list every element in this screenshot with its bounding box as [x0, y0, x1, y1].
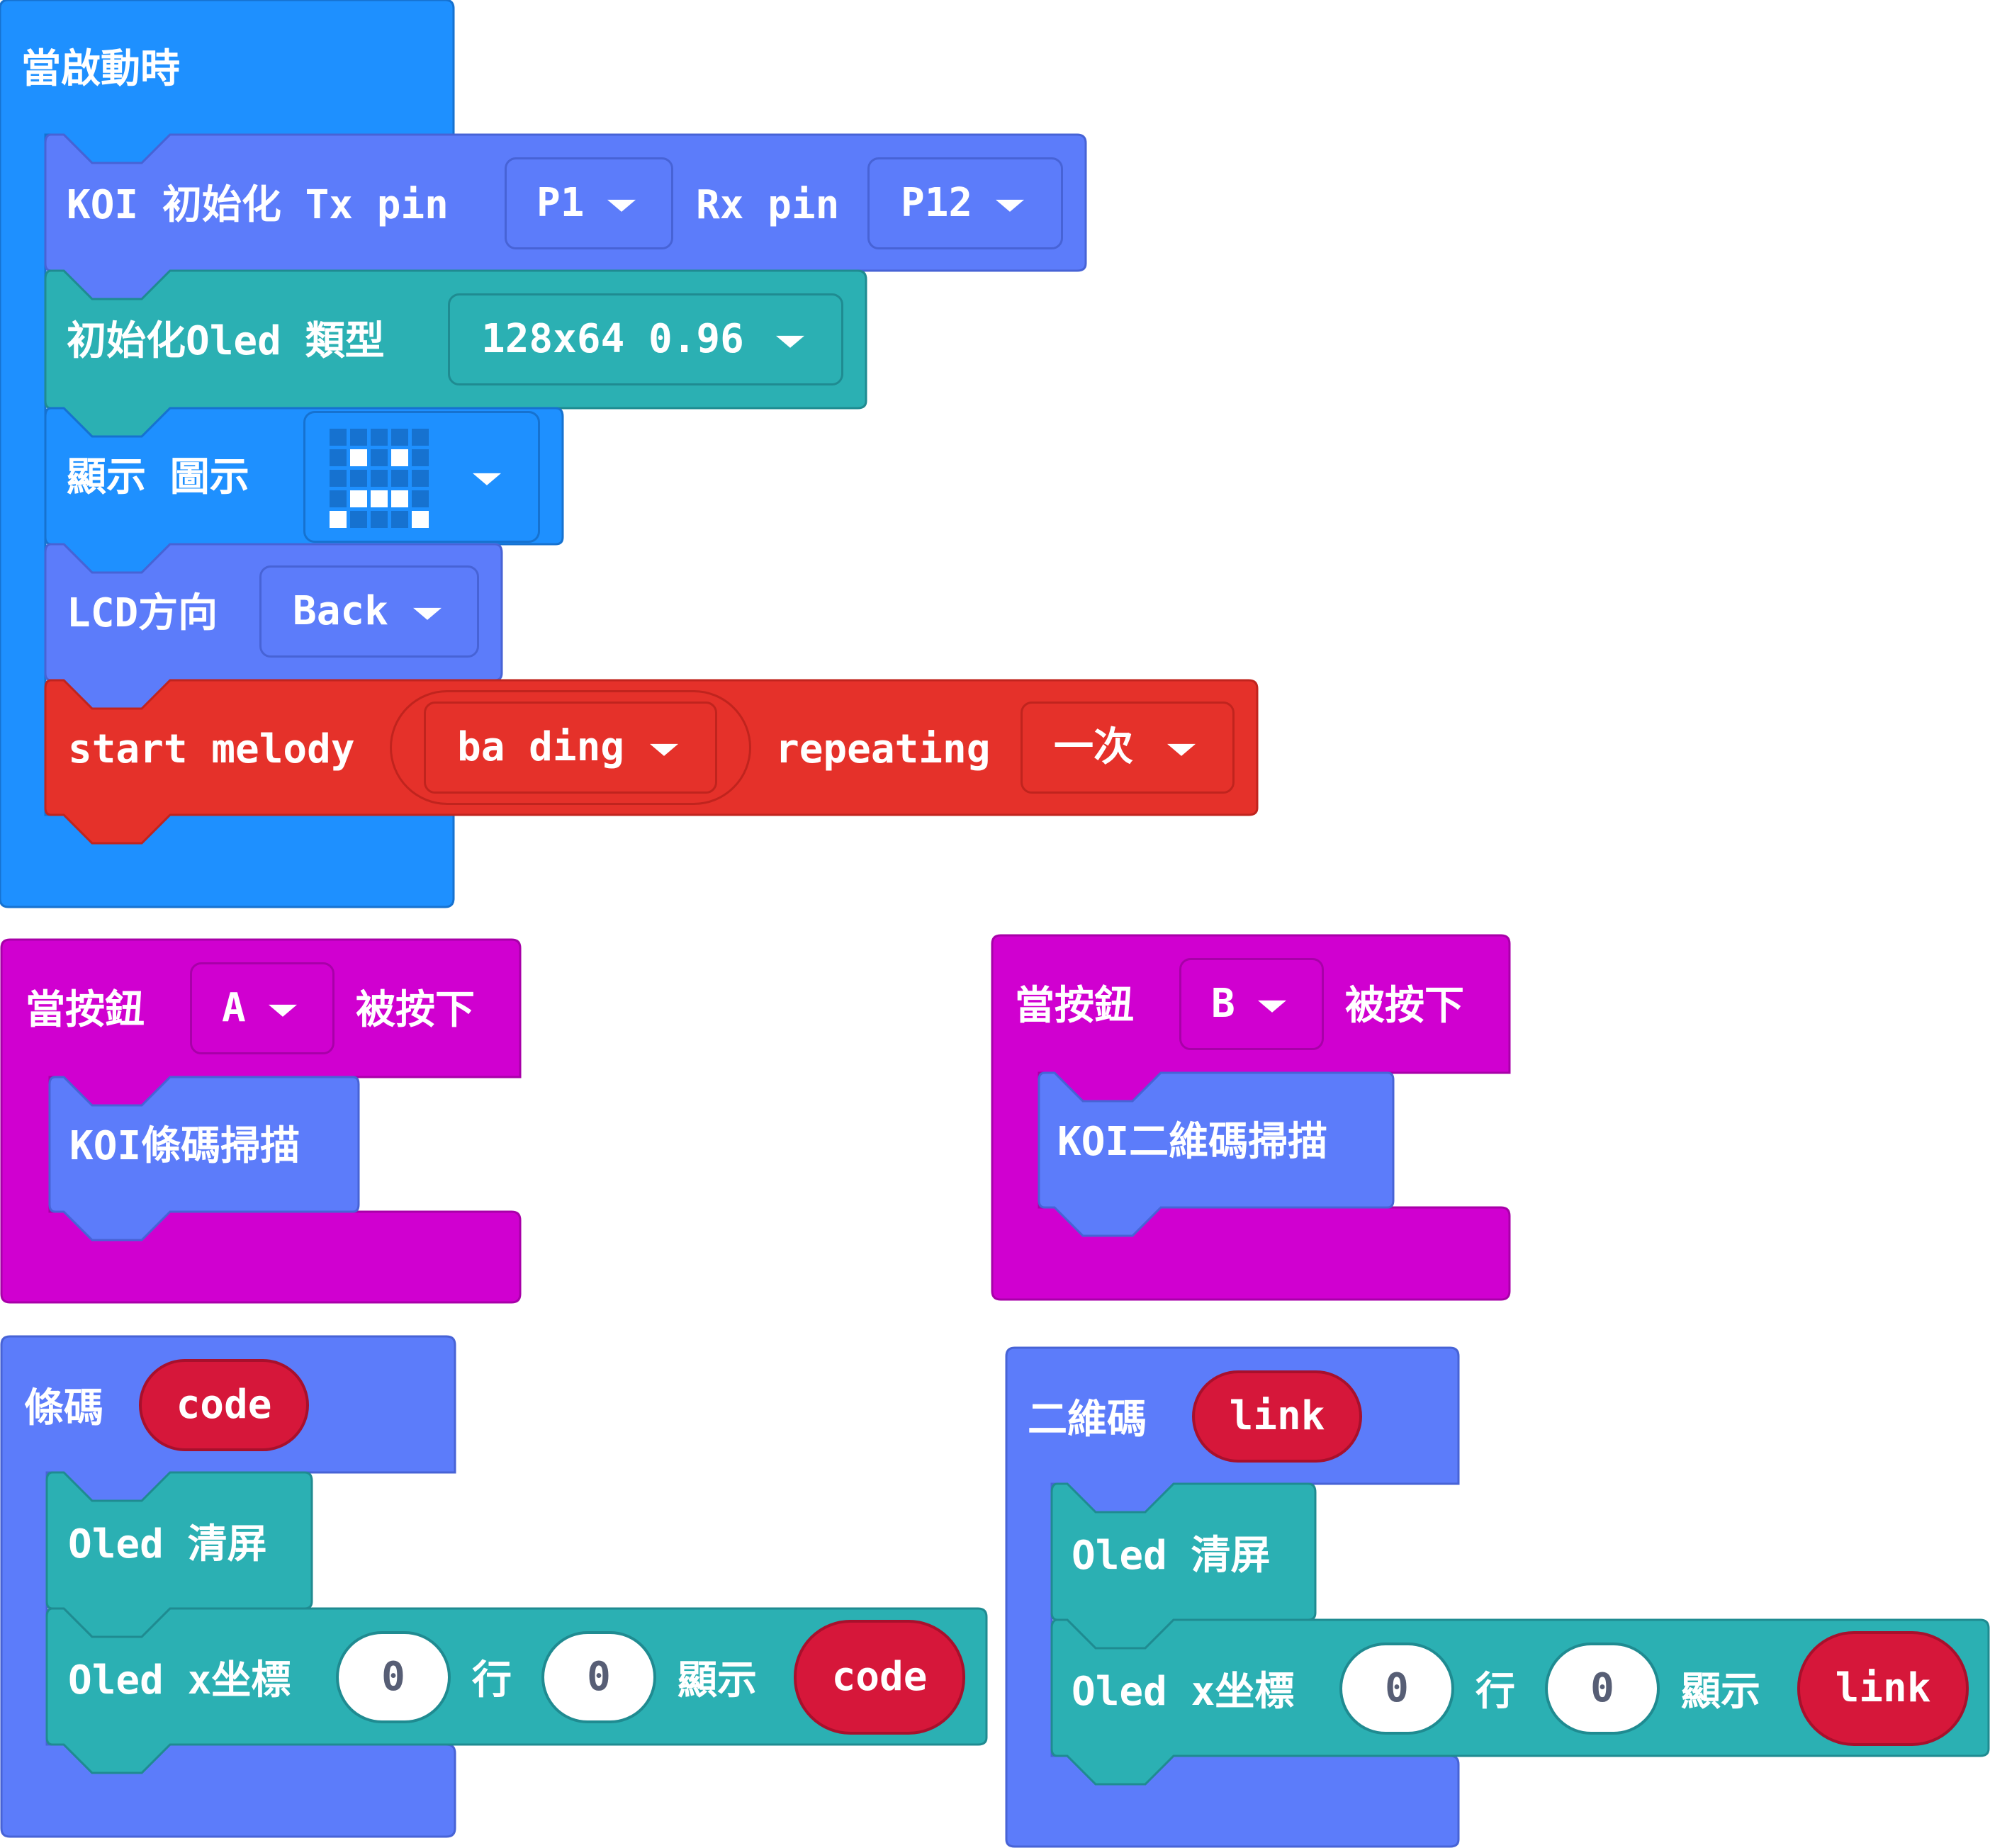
- on-start-block: [0, 0, 455, 908]
- button-a-label: 當按鈕: [26, 987, 145, 1033]
- lcd-direction-dropdown[interactable]: Back: [259, 565, 479, 658]
- tx-pin-dropdown[interactable]: P1: [505, 157, 673, 249]
- qrcode-oled-show-block: [1050, 1618, 1990, 1786]
- row-label: 行: [1475, 1669, 1515, 1715]
- oled-init-label: 初始化Oled 類型: [67, 318, 385, 364]
- button-b-pressed-label: 被按下: [1345, 983, 1464, 1029]
- barcode-event-block: [0, 1335, 456, 1838]
- code-param-label: code: [176, 1382, 272, 1428]
- rx-pin-value: P12: [901, 180, 973, 226]
- row-input[interactable]: 0: [541, 1631, 656, 1723]
- chevron-down-icon: [650, 743, 678, 756]
- button-b-label: 當按鈕: [1015, 983, 1134, 1029]
- row-label: 行: [472, 1657, 512, 1703]
- rx-pin-label: Rx pin: [696, 182, 840, 228]
- display-label: 顯示: [678, 1657, 757, 1703]
- oled-type-dropdown[interactable]: 128x64 0.96: [448, 293, 843, 385]
- barcode-oled-show-block: [45, 1607, 988, 1774]
- button-b-value: B: [1211, 981, 1235, 1027]
- oled-clear-label: Oled 清屏: [68, 1521, 267, 1567]
- chevron-down-icon: [607, 199, 636, 212]
- code-variable-label: code: [831, 1654, 928, 1700]
- chevron-down-icon: [996, 199, 1024, 212]
- oled-type-value: 128x64 0.96: [481, 316, 744, 362]
- oled-x-label: Oled x坐標: [68, 1657, 291, 1703]
- oled-x-label: Oled x坐標: [1072, 1669, 1295, 1715]
- button-a-value: A: [222, 985, 246, 1031]
- link-param-label: link: [1229, 1393, 1325, 1439]
- melody-dropdown[interactable]: ba ding: [424, 702, 717, 794]
- code-param[interactable]: code: [139, 1359, 309, 1451]
- chevron-down-icon: [1258, 1000, 1286, 1013]
- koi-qrcode-scan-block: [1038, 1071, 1395, 1237]
- qrcode-event-label: 二維碼: [1028, 1397, 1147, 1443]
- melody-reporter: [390, 690, 751, 805]
- koi-qrcode-scan-label: KOI二維碼掃描: [1057, 1119, 1328, 1165]
- x-coordinate-value: 0: [381, 1654, 405, 1700]
- chevron-down-icon: [473, 473, 501, 485]
- qrcode-event-block: [1005, 1346, 1460, 1848]
- on-start-label: 當啟動時: [21, 46, 180, 92]
- chevron-down-icon: [1167, 743, 1196, 756]
- button-a-pressed-label: 被按下: [356, 987, 475, 1033]
- link-variable-label: link: [1835, 1665, 1931, 1711]
- melody-value: ba ding: [457, 724, 625, 770]
- button-b-dropdown[interactable]: B: [1179, 958, 1324, 1050]
- display-label: 顯示: [1681, 1669, 1760, 1715]
- show-icon-label: 顯示 圖示: [67, 454, 249, 500]
- smiley-led-icon: [330, 429, 429, 528]
- row-input[interactable]: 0: [1545, 1643, 1660, 1735]
- icon-dropdown[interactable]: [303, 411, 540, 543]
- tx-pin-value: P1: [536, 180, 585, 226]
- rx-pin-dropdown[interactable]: P12: [867, 157, 1063, 249]
- chevron-down-icon: [776, 335, 804, 348]
- lcd-direction-label: LCD方向: [67, 590, 218, 636]
- code-variable[interactable]: code: [794, 1620, 965, 1735]
- melody-label: start melody: [68, 726, 355, 772]
- chevron-down-icon: [413, 607, 442, 620]
- lcd-direction-value: Back: [293, 588, 388, 634]
- x-coordinate-value: 0: [1385, 1665, 1409, 1711]
- repeat-dropdown[interactable]: 一次: [1021, 702, 1235, 794]
- koi-barcode-scan-block: [48, 1076, 360, 1241]
- x-coordinate-input[interactable]: 0: [336, 1631, 451, 1723]
- oled-clear-label: Oled 清屏: [1072, 1533, 1271, 1579]
- row-value: 0: [1590, 1665, 1614, 1711]
- row-value: 0: [587, 1654, 611, 1700]
- link-variable[interactable]: link: [1797, 1631, 1969, 1746]
- koi-barcode-scan-label: KOI條碼掃描: [69, 1123, 300, 1169]
- button-a-dropdown[interactable]: A: [190, 962, 335, 1054]
- chevron-down-icon: [269, 1004, 297, 1017]
- link-param[interactable]: link: [1192, 1370, 1362, 1463]
- x-coordinate-input[interactable]: 0: [1339, 1643, 1454, 1735]
- repeat-value: 一次: [1054, 724, 1133, 770]
- koi-init-label: KOI 初始化 Tx pin: [67, 182, 449, 228]
- repeating-label: repeating: [775, 726, 991, 772]
- barcode-event-label: 條碼: [24, 1385, 103, 1431]
